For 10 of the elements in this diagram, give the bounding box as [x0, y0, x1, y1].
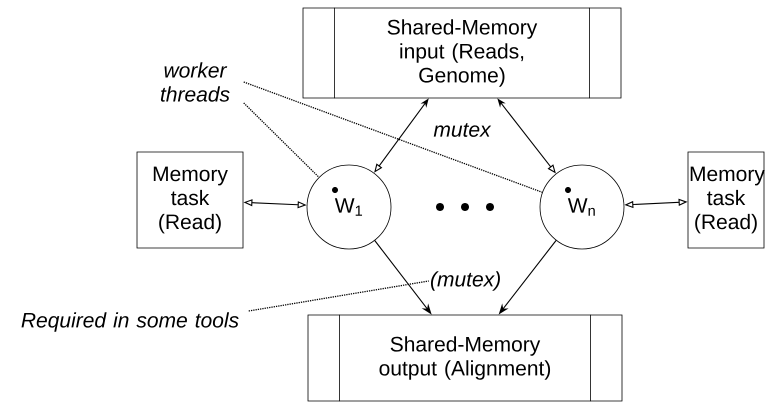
mutex-label: mutex: [432, 122, 492, 138]
leader-line: [248, 280, 429, 312]
leader-line: [243, 81, 542, 193]
memory-store-box: Shared-Memory output (Alignment): [308, 314, 622, 402]
mutex-label: (mutex): [431, 271, 500, 291]
memory-store-box: Shared-Memory input (Reads, Genome): [302, 7, 622, 99]
task-box: Memory task (Read): [136, 152, 244, 248]
annotation-text: Required in some tools: [22, 312, 239, 332]
leader-line: [243, 102, 320, 178]
annotation-text: worker threads: [160, 62, 230, 102]
